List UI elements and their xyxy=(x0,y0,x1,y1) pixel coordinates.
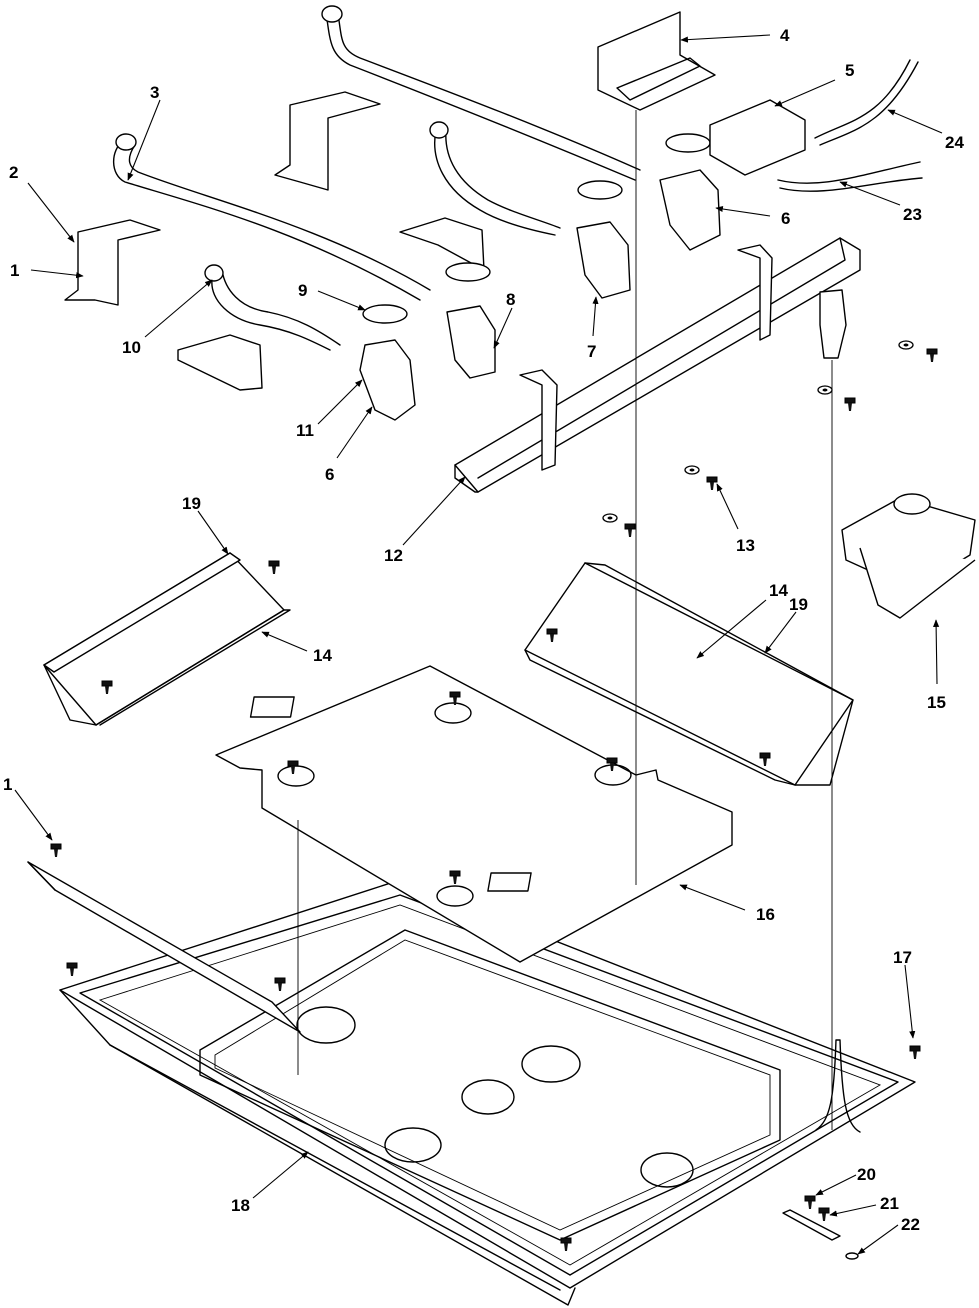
callout-19: 19 xyxy=(182,494,201,513)
burner-valves xyxy=(359,133,721,421)
screw-icon xyxy=(804,1195,816,1210)
small-bracket-parts xyxy=(782,1209,859,1260)
washer-icon xyxy=(898,340,914,350)
callout-3: 3 xyxy=(150,83,159,102)
burner-brackets xyxy=(64,91,485,391)
callout-21: 21 xyxy=(880,1194,899,1213)
callout-2: 2 xyxy=(9,163,18,182)
spark-module xyxy=(709,99,806,176)
callout-labels: 1 2 3 4 5 24 23 6 7 8 9 10 11 6 12 13 19… xyxy=(3,26,964,1234)
front-trim-bracket xyxy=(27,861,301,1033)
washer-icon xyxy=(817,385,833,395)
callout-1b: 1 xyxy=(3,775,12,794)
screw-icon xyxy=(926,348,938,363)
burner-tube-assemblies xyxy=(112,5,641,351)
callout-4: 4 xyxy=(780,26,790,45)
callout-13: 13 xyxy=(736,536,755,555)
screw-icon xyxy=(844,397,856,412)
screw-icon xyxy=(706,476,718,491)
screw-icon xyxy=(66,962,78,977)
callout-8: 8 xyxy=(506,290,515,309)
spark-module-bracket xyxy=(597,11,716,111)
callout-6: 6 xyxy=(781,209,790,228)
callout-15: 15 xyxy=(927,693,946,712)
callout-7: 7 xyxy=(587,342,596,361)
callout-20: 20 xyxy=(857,1165,876,1184)
callout-17: 17 xyxy=(893,948,912,967)
gas-manifold-pipe xyxy=(454,237,861,493)
callout-19b: 19 xyxy=(789,595,808,614)
callout-23: 23 xyxy=(903,205,922,224)
screw-icon xyxy=(624,523,636,538)
screw-icon xyxy=(818,1207,830,1222)
screw-icon xyxy=(50,843,62,858)
callout-16: 16 xyxy=(756,905,775,924)
screw-icon xyxy=(909,1045,921,1060)
callout-leaders xyxy=(14,34,943,1255)
callout-1: 1 xyxy=(10,261,19,280)
callout-24: 24 xyxy=(945,133,964,152)
washer-icon xyxy=(684,465,700,475)
pressure-regulator xyxy=(841,493,976,619)
callout-14: 14 xyxy=(313,646,332,665)
callout-22: 22 xyxy=(901,1215,920,1234)
washer-icon xyxy=(602,513,618,523)
callout-18: 18 xyxy=(231,1196,250,1215)
callout-5: 5 xyxy=(845,61,854,80)
callout-12: 12 xyxy=(384,546,403,565)
assembly-guide-lines xyxy=(297,110,833,1130)
callout-10: 10 xyxy=(122,338,141,357)
callout-6b: 6 xyxy=(325,465,334,484)
screw-icon xyxy=(268,560,280,575)
burner-box-pan xyxy=(59,879,916,1306)
right-control-trim xyxy=(524,562,854,786)
callout-14b: 14 xyxy=(769,581,788,600)
callout-11: 11 xyxy=(296,421,314,440)
callout-9: 9 xyxy=(298,281,307,300)
heat-shield-plate xyxy=(215,665,733,963)
wire-harnesses xyxy=(777,59,923,192)
